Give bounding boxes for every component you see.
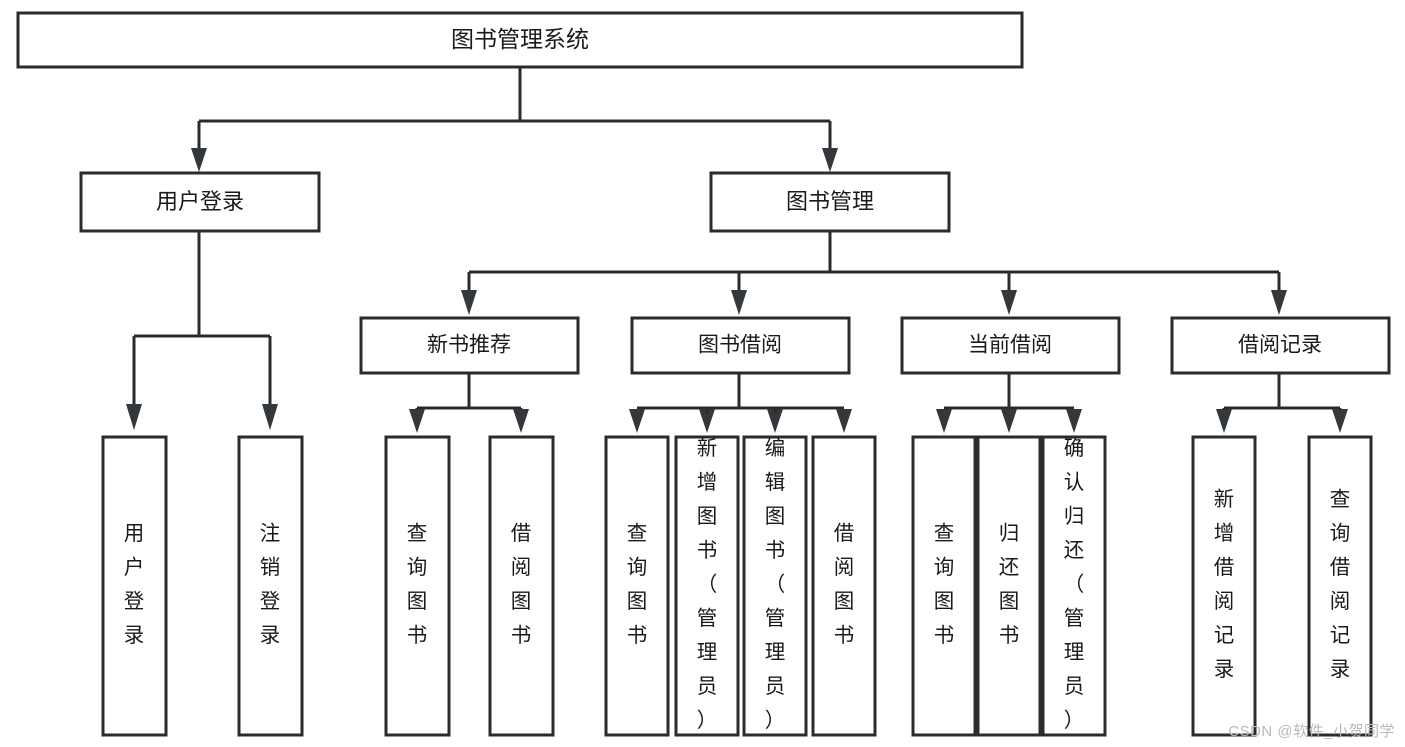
arrow-cur-leaf-1: [936, 409, 952, 433]
leaf-newbook-borrow-label: 借阅图书: [511, 522, 532, 647]
connector-group-user-login: [126, 231, 278, 430]
leaf-user-login[interactable]: 用户登录: [101, 435, 168, 737]
node-root-title-box[interactable]: [16, 11, 1024, 69]
leaf-record-add-box[interactable]: [1191, 435, 1257, 737]
leaf-borrow-edit[interactable]: 编辑图书（管理员）: [742, 435, 808, 737]
csdn-watermark: CSDN @软件_小贺同学: [1228, 723, 1395, 740]
leaf-record-query[interactable]: 查询借阅记录: [1307, 435, 1373, 737]
leaf-borrow-add[interactable]: 新增图书（管理员）: [674, 435, 740, 737]
arrow-nb-leaf-2: [513, 409, 529, 433]
leaf-borrow-edit-box[interactable]: [742, 435, 808, 737]
node-borrow-records-label: 借阅记录: [1238, 334, 1322, 357]
arrow-bm-to-new-book: [461, 290, 477, 315]
arrow-rec-leaf-2: [1332, 409, 1348, 433]
leaf-newbook-borrow[interactable]: 借阅图书: [488, 435, 555, 737]
leaf-borrow-edit-label: 编辑图书（管理员）: [765, 437, 786, 732]
arrow-bm-to-records: [1271, 290, 1287, 315]
node-book-manage[interactable]: 图书管理: [709, 171, 951, 233]
leaf-record-query-label: 查询借阅记录: [1330, 488, 1351, 681]
arrow-user-login-to-leaf-1: [126, 404, 142, 430]
arrow-root-to-book-manage: [822, 148, 838, 172]
leaf-logout-label: 注销登录: [260, 522, 281, 647]
arrow-user-login-to-leaf-2: [262, 404, 278, 430]
leaf-user-login-label: 用户登录: [124, 522, 145, 647]
node-new-book-box[interactable]: [359, 316, 580, 375]
leaf-current-query-box[interactable]: [911, 435, 977, 737]
arrow-bm-to-borrow: [731, 290, 747, 315]
arrow-cur-leaf-2: [1001, 409, 1017, 433]
leaf-record-query-box[interactable]: [1307, 435, 1373, 737]
arrow-rec-leaf-1: [1216, 409, 1232, 433]
leaf-borrow-add-label: 新增图书（管理员）: [697, 437, 718, 732]
node-book-borrow-label: 图书借阅: [698, 334, 782, 357]
node-user-login-box[interactable]: [79, 171, 321, 233]
node-current-borrow[interactable]: 当前借阅: [900, 316, 1121, 375]
leaf-borrow-book-label: 借阅图书: [834, 522, 855, 647]
connector-group-records: [1216, 373, 1348, 433]
arrow-bw-leaf-1: [629, 409, 645, 433]
leaf-borrow-add-box[interactable]: [674, 435, 740, 737]
leaf-borrow-book[interactable]: 借阅图书: [811, 435, 877, 737]
leaf-current-return-box[interactable]: [976, 435, 1042, 737]
node-borrow-records-box[interactable]: [1170, 316, 1391, 375]
leaf-newbook-query-box[interactable]: [384, 435, 451, 737]
arrow-bm-to-current: [1001, 290, 1017, 315]
arrow-nb-leaf-1: [409, 409, 425, 433]
node-current-borrow-box[interactable]: [900, 316, 1121, 375]
arrow-bw-leaf-4: [836, 409, 852, 433]
node-user-login[interactable]: 用户登录: [79, 171, 321, 233]
leaf-borrow-query-label: 查询图书: [627, 522, 648, 647]
node-user-login-label: 用户登录: [156, 189, 244, 214]
leaf-logout-box[interactable]: [237, 435, 304, 737]
leaf-borrow-book-box[interactable]: [811, 435, 877, 737]
leaf-current-query-label: 查询图书: [934, 522, 955, 647]
node-current-borrow-label: 当前借阅: [968, 334, 1052, 357]
node-borrow-records[interactable]: 借阅记录: [1170, 316, 1391, 375]
leaf-current-return[interactable]: 归还图书: [976, 435, 1042, 737]
connector-group-current: [936, 373, 1082, 433]
leaf-logout[interactable]: 注销登录: [237, 435, 304, 737]
leaf-current-confirm-label: 确认归还（管理员）: [1064, 437, 1085, 732]
arrow-root-to-user-login: [191, 148, 207, 172]
connector-group-new-book: [409, 373, 529, 433]
arrow-cur-leaf-3: [1066, 409, 1082, 433]
leaf-current-return-label: 归还图书: [999, 522, 1020, 647]
node-root-title-label: 图书管理系统: [451, 26, 589, 52]
node-book-manage-box[interactable]: [709, 171, 951, 233]
leaf-borrow-query-box[interactable]: [604, 435, 670, 737]
connector-group-book-manage: [461, 231, 1287, 315]
connector-group-borrow: [629, 373, 852, 433]
leaf-newbook-query[interactable]: 查询图书: [384, 435, 451, 737]
node-root-title[interactable]: 图书管理系统: [16, 11, 1024, 69]
node-book-manage-label: 图书管理: [786, 189, 874, 214]
arrow-bw-leaf-2: [699, 409, 715, 433]
node-new-book[interactable]: 新书推荐: [359, 316, 580, 375]
leaf-record-add-label: 新增借阅记录: [1214, 488, 1235, 681]
leaf-newbook-query-label: 查询图书: [407, 522, 428, 647]
leaf-record-add[interactable]: 新增借阅记录: [1191, 435, 1257, 737]
node-book-borrow-box[interactable]: [630, 316, 851, 375]
leaf-current-confirm[interactable]: 确认归还（管理员）: [1041, 435, 1107, 737]
node-book-borrow[interactable]: 图书借阅: [630, 316, 851, 375]
leaf-borrow-query[interactable]: 查询图书: [604, 435, 670, 737]
connector-group-root: [191, 67, 838, 172]
leaf-user-login-box[interactable]: [101, 435, 168, 737]
leaf-current-confirm-box[interactable]: [1041, 435, 1107, 737]
arrow-bw-leaf-3: [767, 409, 783, 433]
leaf-newbook-borrow-box[interactable]: [488, 435, 555, 737]
leaf-current-query[interactable]: 查询图书: [911, 435, 977, 737]
node-new-book-label: 新书推荐: [427, 334, 511, 357]
